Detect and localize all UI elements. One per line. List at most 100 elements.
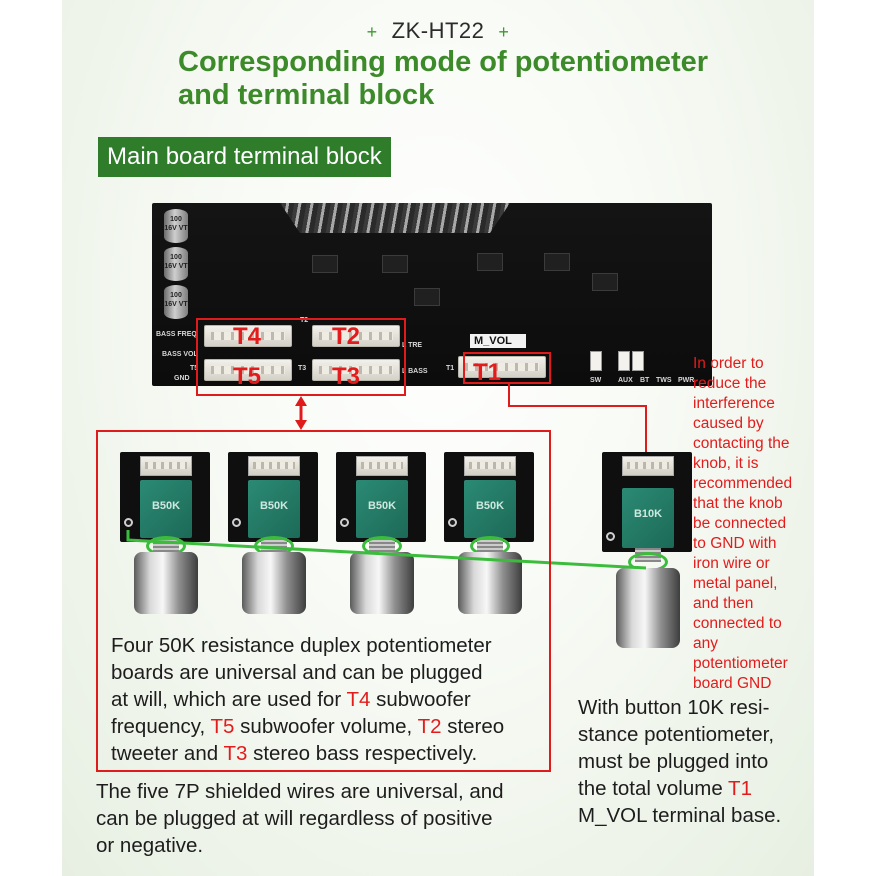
note-line: interference — [693, 395, 775, 412]
label-tws: TWS — [656, 377, 672, 384]
wires-note: The five 7P shielded wires are universal… — [96, 778, 556, 859]
wires-line-3: or negative. — [96, 834, 204, 857]
note-line: board GND — [693, 675, 772, 692]
section-badge: Main board terminal block — [98, 137, 391, 177]
highlight-t4: T4 — [346, 688, 371, 711]
desc-line-4: frequency, T5 subwoofer volume, T2 stere… — [111, 713, 551, 740]
label-bass: L BASS — [402, 368, 428, 375]
volume-line-1: With button 10K resi- — [578, 696, 770, 719]
highlight-t3: T3 — [223, 742, 248, 765]
note-line: In order to — [693, 355, 764, 372]
knob — [616, 568, 680, 648]
capacitor-2: 100 16V VT — [164, 247, 188, 281]
interference-note: In order to reduce the interference caus… — [693, 354, 813, 694]
desc-text: subwoofer volume, — [234, 715, 418, 738]
volume-line-2: stance potentiometer, — [578, 723, 775, 746]
wires-line-1: The five 7P shielded wires are universal… — [96, 780, 504, 803]
label-pwr: PWR — [678, 377, 695, 384]
connector-label-t1: T1 — [473, 359, 502, 386]
t1-connector-highlight-box — [463, 352, 551, 384]
pot-body: B10K — [622, 488, 674, 548]
t-connector-highlight-box — [196, 318, 406, 396]
desc-text: frequency, — [111, 715, 211, 738]
note-line: that the knob — [693, 495, 783, 512]
volume-line-5: M_VOL terminal base. — [578, 804, 782, 827]
wires-line-2: can be plugged at will regardless of pos… — [96, 807, 493, 830]
note-line: potentiometer — [693, 655, 788, 672]
pot-header — [248, 456, 300, 476]
desc-text: the total volume — [578, 777, 729, 800]
highlight-t1: T1 — [728, 777, 752, 800]
label-aux: AUX — [618, 377, 633, 384]
label-treble: L TRE — [402, 342, 423, 349]
pot-body: B50K — [464, 480, 516, 538]
note-line: knob, it is — [693, 455, 759, 472]
connector-label-t5: T5 — [233, 363, 262, 390]
capacitor-1: 100 16V VT — [164, 209, 188, 243]
note-line: iron wire or — [693, 555, 770, 572]
label-m-vol: M_VOL — [470, 334, 526, 348]
desc-text: subwoofer — [370, 688, 471, 711]
note-line: to GND with — [693, 535, 777, 552]
desc-text: at will, which are used for — [111, 688, 347, 711]
gnd-pad — [124, 518, 133, 527]
connector-t1 — [458, 356, 546, 378]
label-t2-small: T2 — [300, 317, 309, 324]
jumper-bt — [632, 351, 644, 371]
highlight-t5: T5 — [210, 715, 235, 738]
capacitor-3: 100 16V VT — [164, 285, 188, 319]
connector-t4 — [204, 325, 292, 347]
desc-text: tweeter and — [111, 742, 224, 765]
pot-header — [622, 456, 674, 476]
desc-line-3: at will, which are used for T4 subwoofer — [111, 686, 551, 713]
connector-t5 — [204, 359, 292, 381]
heatsink — [280, 203, 510, 233]
note-line: be connected — [693, 515, 787, 532]
pot-header — [140, 456, 192, 476]
desc-text: stereo bass respectively. — [247, 742, 478, 765]
pots-description: Four 50K resistance duplex potentiometer… — [111, 632, 551, 767]
model-name: ZK-HT22 — [391, 18, 485, 43]
pot-header — [356, 456, 408, 476]
label-t3-small: T3 — [298, 365, 307, 372]
ic-chip-2 — [382, 255, 408, 273]
gnd-pad — [340, 518, 349, 527]
pot-body: B50K — [248, 480, 300, 538]
connector-t3 — [312, 359, 400, 381]
ic-chip-4 — [544, 253, 570, 271]
desc-text: stereo — [441, 715, 505, 738]
volume-line-4: the total volume T1 — [578, 775, 808, 802]
page-title: Corresponding mode of potentiometer and … — [178, 46, 778, 112]
label-bass-freq: BASS FREQ — [156, 331, 197, 338]
jumper-aux — [618, 351, 630, 371]
label-sw: SW — [590, 377, 602, 384]
gnd-pad — [448, 518, 457, 527]
connector-t2 — [312, 325, 400, 347]
plus-right: + — [498, 22, 510, 42]
pots-highlight-box — [96, 430, 551, 772]
main-board-image: 100 16V VT 100 16V VT 100 16V VT BASS FR… — [152, 203, 712, 386]
plus-left: + — [366, 22, 378, 42]
connector-label-t4: T4 — [233, 323, 262, 350]
note-line: any — [693, 635, 718, 652]
note-line: caused by — [693, 415, 764, 432]
volume-line-3: must be plugged into — [578, 750, 769, 773]
ic-chip-1 — [312, 255, 338, 273]
note-line: connected to — [693, 615, 782, 632]
desc-line-2: boards are universal and can be plugged — [111, 661, 483, 684]
pot-body: B50K — [140, 480, 192, 538]
desc-line-5: tweeter and T3 stereo bass respectively. — [111, 740, 551, 767]
label-t5-small: T5 — [190, 365, 199, 372]
pot-header — [464, 456, 516, 476]
note-line: metal panel, — [693, 575, 778, 592]
connector-label-t3: T3 — [332, 363, 361, 390]
desc-line-1: Four 50K resistance duplex potentiometer — [111, 634, 492, 657]
gnd-pad — [232, 518, 241, 527]
label-gnd: GND — [174, 375, 190, 382]
label-t1-small: T1 — [446, 365, 455, 372]
note-line: contacting the — [693, 435, 790, 452]
volume-note: With button 10K resi- stance potentiomet… — [578, 694, 808, 829]
ic-chip-3 — [477, 253, 503, 271]
gnd-pad — [606, 532, 615, 541]
note-line: recommended — [693, 475, 793, 492]
